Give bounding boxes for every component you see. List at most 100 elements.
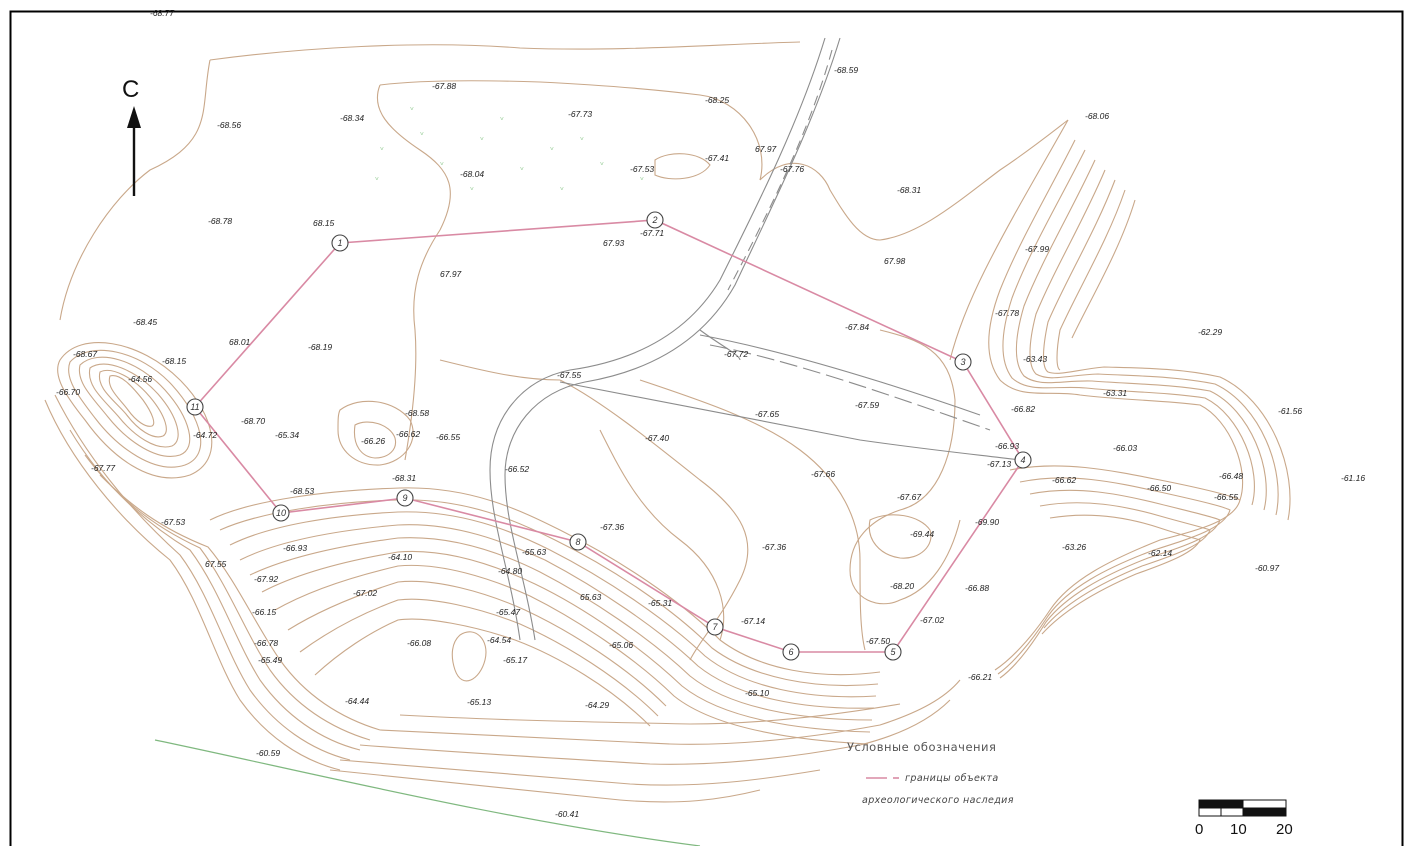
elevation-mark: -61.16 [1341, 473, 1365, 483]
elevation-mark: -68.15 [162, 356, 186, 366]
boundary-point-marker [706, 618, 724, 636]
boundary-point-marker [646, 211, 664, 229]
grass-symbol: ᵥ [375, 172, 379, 183]
boundary-point-4: 4 [1014, 451, 1032, 469]
elevation-mark: -68.70 [241, 416, 265, 426]
archaeological-boundary [193, 219, 1024, 653]
boundary-point-6: 6 [782, 643, 800, 661]
elevation-mark: -66.62 [396, 429, 420, 439]
elevation-mark: -65.63 [522, 547, 546, 557]
elevation-mark: -66.62 [1052, 475, 1076, 485]
elevation-mark: -67.14 [741, 616, 765, 626]
grass-symbol: ᵥ [420, 127, 424, 138]
boundary-point-marker [272, 504, 290, 522]
elevation-mark: -66.93 [283, 543, 307, 553]
scale-label-0: 0 [1195, 821, 1203, 838]
elevation-mark: 67.55 [205, 559, 227, 569]
elevation-mark: -69.90 [975, 517, 999, 527]
elevation-mark: -68.78 [208, 216, 232, 226]
grass-symbol: ᵥ [560, 182, 564, 193]
elevation-mark: -67.99 [1025, 244, 1049, 254]
grass-symbol: ᵥ [550, 142, 554, 153]
elevation-mark: -68.34 [340, 113, 364, 123]
boundary-point-9: 9 [396, 489, 414, 507]
roads [489, 37, 1021, 641]
elevation-mark: -66.08 [407, 638, 431, 648]
boundary-point-marker [569, 533, 587, 551]
scale-segment-4 [1242, 807, 1287, 817]
elevation-mark: -67.36 [762, 542, 786, 552]
elevation-mark: 67.93 [603, 238, 625, 248]
scale-bar: 0 10 20 [1195, 799, 1293, 838]
elevation-mark: -66.52 [505, 464, 529, 474]
elevation-mark: -63.43 [1023, 354, 1047, 364]
elevation-mark: -64.10 [388, 552, 412, 562]
elevation-mark: 67.97 [440, 269, 462, 279]
grass-symbol: ᵥ [640, 172, 644, 183]
scale-label-20: 20 [1276, 821, 1293, 838]
elevation-marks: -68.77-68.59-67.88-68.25-68.56-68.34-67.… [56, 8, 1365, 819]
boundary-point-8: 8 [569, 533, 587, 551]
grass-symbol: ᵥ [410, 102, 414, 113]
elevation-mark: -68.53 [290, 486, 314, 496]
north-arrow-head [127, 106, 141, 128]
elevation-mark: -66.82 [1011, 404, 1035, 414]
elevation-mark: -65.13 [467, 697, 491, 707]
elevation-mark: -68.31 [897, 185, 921, 195]
grass-symbol: ᵥ [520, 162, 524, 173]
elevation-mark: -66.88 [965, 583, 989, 593]
elevation-mark: -68.04 [460, 169, 484, 179]
elevation-mark: -65.49 [258, 655, 282, 665]
contour-lines [44, 41, 1291, 803]
boundary-point-11: 11 [186, 398, 204, 416]
elevation-mark: -66.48 [1219, 471, 1243, 481]
elevation-mark: -65.34 [275, 430, 299, 440]
legend-title: Условные обозначения [847, 740, 996, 754]
boundary-point-number: 8 [575, 537, 580, 547]
elevation-mark: -60.41 [555, 809, 579, 819]
elevation-mark: -64.72 [193, 430, 217, 440]
elevation-mark: -65.10 [745, 688, 769, 698]
elevation-mark: -67.53 [161, 517, 185, 527]
elevation-mark: -67.02 [920, 615, 944, 625]
elevation-mark: -67.59 [855, 400, 879, 410]
elevation-mark: -64.29 [585, 700, 609, 710]
boundary-point-3: 3 [954, 353, 972, 371]
elevation-mark: -67.36 [600, 522, 624, 532]
grass-symbol: ᵥ [500, 112, 504, 123]
elevation-mark: -68.06 [1085, 111, 1109, 121]
boundary-point-marker [884, 643, 902, 661]
elevation-mark: -68.59 [834, 65, 858, 75]
elevation-mark: -66.26 [361, 436, 385, 446]
elevation-mark: -67.84 [845, 322, 869, 332]
boundary-point-5: 5 [884, 643, 902, 661]
green-boundary [154, 739, 701, 846]
elevation-mark: -67.77 [91, 463, 115, 473]
boundary-point-number: 10 [276, 508, 286, 518]
elevation-mark: -66.21 [968, 672, 992, 682]
boundary-point-marker [782, 643, 800, 661]
elevation-mark: 65.63 [580, 592, 602, 602]
elevation-mark: -67.72 [724, 349, 748, 359]
elevation-mark: -69.44 [910, 529, 934, 539]
elevation-mark: -63.31 [1103, 388, 1127, 398]
boundary-point-number: 9 [402, 493, 407, 503]
elevation-mark: -67.76 [780, 164, 804, 174]
elevation-mark: -66.70 [56, 387, 80, 397]
boundary-point-10: 10 [272, 504, 290, 522]
elevation-mark: -64.80 [498, 566, 522, 576]
grass-symbol: ᵥ [600, 157, 604, 168]
grass-symbol: ᵥ [440, 157, 444, 168]
boundary-point-7: 7 [706, 618, 724, 636]
elevation-mark: 67.97 [755, 144, 777, 154]
elevation-mark: -65.17 [503, 655, 527, 665]
elevation-mark: -60.97 [1255, 563, 1279, 573]
elevation-mark: -65.47 [496, 607, 520, 617]
boundary-point-number: 7 [712, 622, 718, 632]
elevation-mark: -67.78 [995, 308, 1019, 318]
grass-symbol: ᵥ [480, 132, 484, 143]
